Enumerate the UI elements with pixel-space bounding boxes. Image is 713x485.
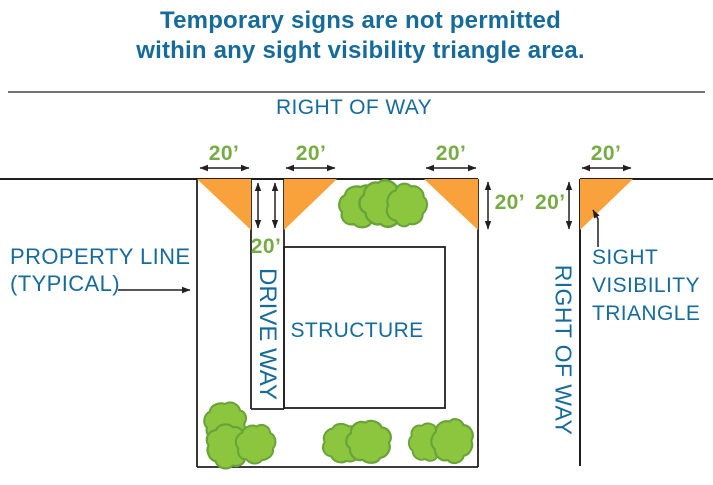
sight-triangle-icon — [424, 179, 478, 230]
page-title-line1: Temporary signs are not permitted — [160, 7, 561, 34]
structure-outline — [283, 246, 446, 409]
sight-triangle-icon — [580, 179, 633, 230]
structure-label: STRUCTURE — [290, 319, 424, 342]
property-line-label-line2: (TYPICAL) — [10, 271, 120, 296]
bush-cluster-bottom-right — [407, 411, 482, 472]
bush-cluster-bottom-left — [199, 401, 282, 476]
page-title-line2: within any sight visibility triangle are… — [136, 37, 585, 64]
sight-label-line1: SIGHT — [592, 246, 659, 269]
right-of-way-top-label: RIGHT OF WAY — [275, 96, 433, 119]
right-of-way-side-label: RIGHT OF WAY — [550, 264, 577, 436]
dimension-label-corner-pair: 20’ 20’ — [494, 191, 566, 214]
bush-cluster-bottom-middle — [316, 413, 398, 470]
sight-triangle-icon — [284, 179, 337, 230]
sight-visibility-triangle-label: SIGHT VISIBILITY TRIANGLE — [592, 244, 700, 328]
driveway-label: DRIVE WAY — [254, 267, 281, 401]
dimension-label-top-2: 20’ — [295, 142, 327, 165]
dimension-label-driveway: 20’ — [250, 235, 282, 258]
sight-triangle-icon — [197, 179, 251, 230]
page-title: Temporary signs are not permitted within… — [8, 6, 713, 66]
sight-label-line3: TRIANGLE — [592, 302, 701, 325]
sight-label-line2: VISIBILITY — [592, 274, 700, 297]
dimension-label-top-1: 20’ — [208, 142, 240, 165]
sight-triangle-pointer-arrow — [592, 209, 600, 247]
property-line-label: PROPERTY LINE (TYPICAL) — [10, 243, 190, 297]
bush-cluster-top — [338, 169, 436, 238]
dimension-label-top-4: 20’ — [590, 142, 622, 165]
dimension-label-top-3: 20’ — [435, 142, 467, 165]
property-line-label-line1: PROPERTY LINE — [10, 244, 191, 269]
